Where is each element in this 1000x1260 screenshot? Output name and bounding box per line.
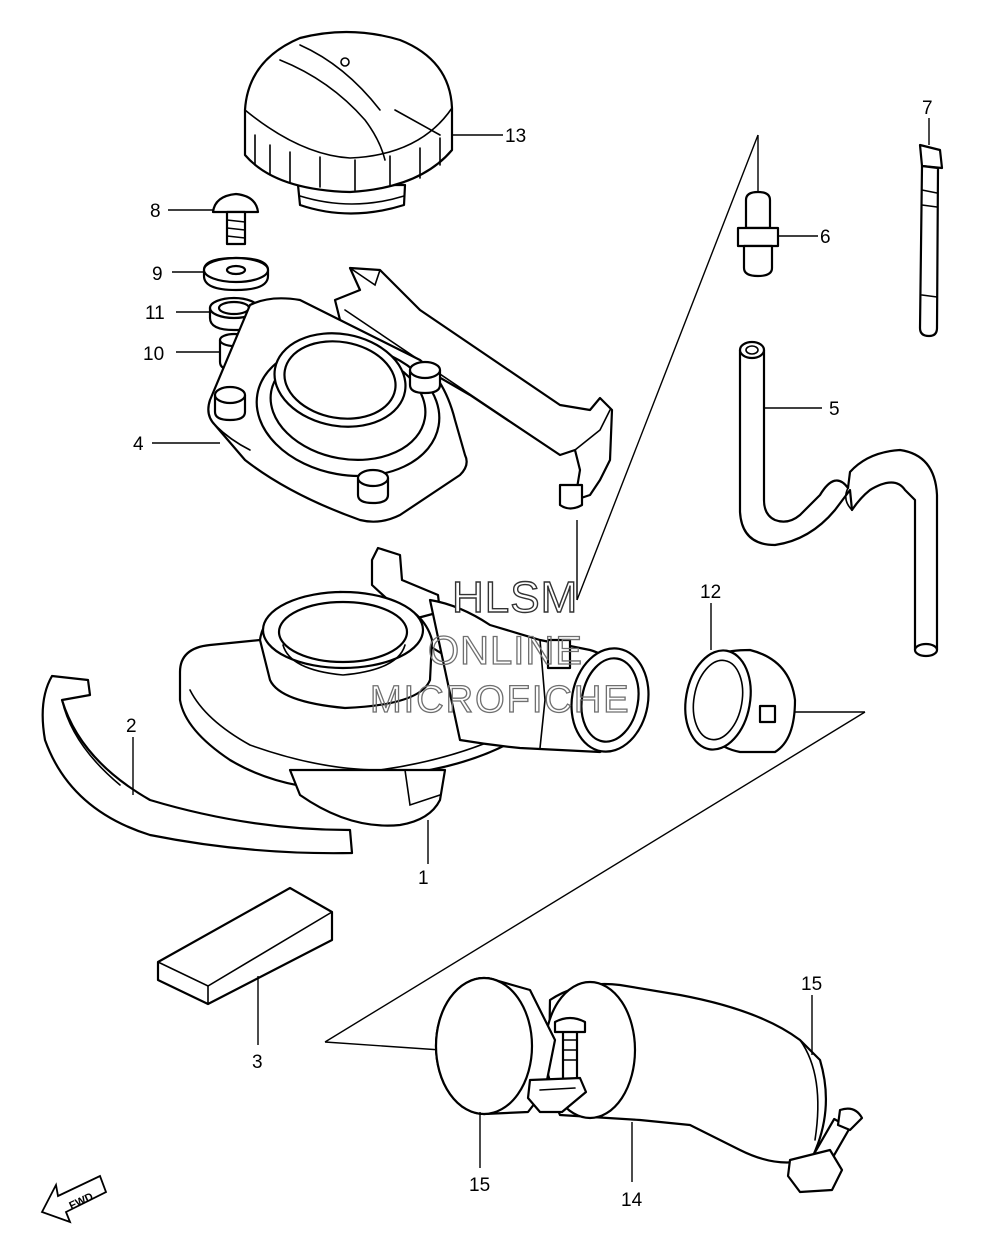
hose-clamp-right — [786, 1107, 864, 1194]
callout-13: 13 — [505, 126, 526, 147]
foam-pad — [156, 886, 334, 1006]
callout-5: 5 — [829, 399, 840, 420]
washer — [202, 256, 270, 292]
screw — [211, 192, 260, 246]
callout-6: 6 — [820, 227, 831, 248]
gasket-strip — [41, 674, 354, 855]
callout-7: 7 — [922, 98, 933, 119]
watermark: HLSM ONLINE MICROFICHE — [369, 572, 631, 721]
hose-clamp-left — [526, 1016, 588, 1114]
filler-neck — [178, 546, 650, 827]
callout-10: 10 — [143, 344, 164, 365]
collar — [684, 648, 797, 754]
callout-12: 12 — [700, 582, 721, 603]
callout-9: 9 — [152, 264, 163, 285]
callout-3: 3 — [252, 1052, 263, 1073]
watermark-line-2: ONLINE — [428, 629, 583, 673]
fwd-arrow-icon: FWD — [40, 1174, 108, 1224]
breather-hose — [738, 340, 939, 658]
callout-8: 8 — [150, 201, 161, 222]
callout-14: 14 — [621, 1190, 643, 1211]
callout-11: 11 — [145, 303, 165, 324]
fuel-cap — [243, 30, 454, 215]
callout-15-right: 15 — [801, 974, 822, 995]
callout-4: 4 — [133, 434, 144, 455]
watermark-line-3: MICROFICHE — [370, 679, 631, 721]
hose-joint — [736, 190, 780, 278]
filler-hose — [434, 976, 827, 1164]
callout-2: 2 — [126, 716, 137, 737]
strap — [918, 143, 944, 338]
callout-1: 1 — [418, 868, 429, 889]
callout-15-left: 15 — [469, 1175, 490, 1196]
mounting-plate — [207, 266, 614, 523]
watermark-line-1: HLSM — [452, 573, 578, 622]
